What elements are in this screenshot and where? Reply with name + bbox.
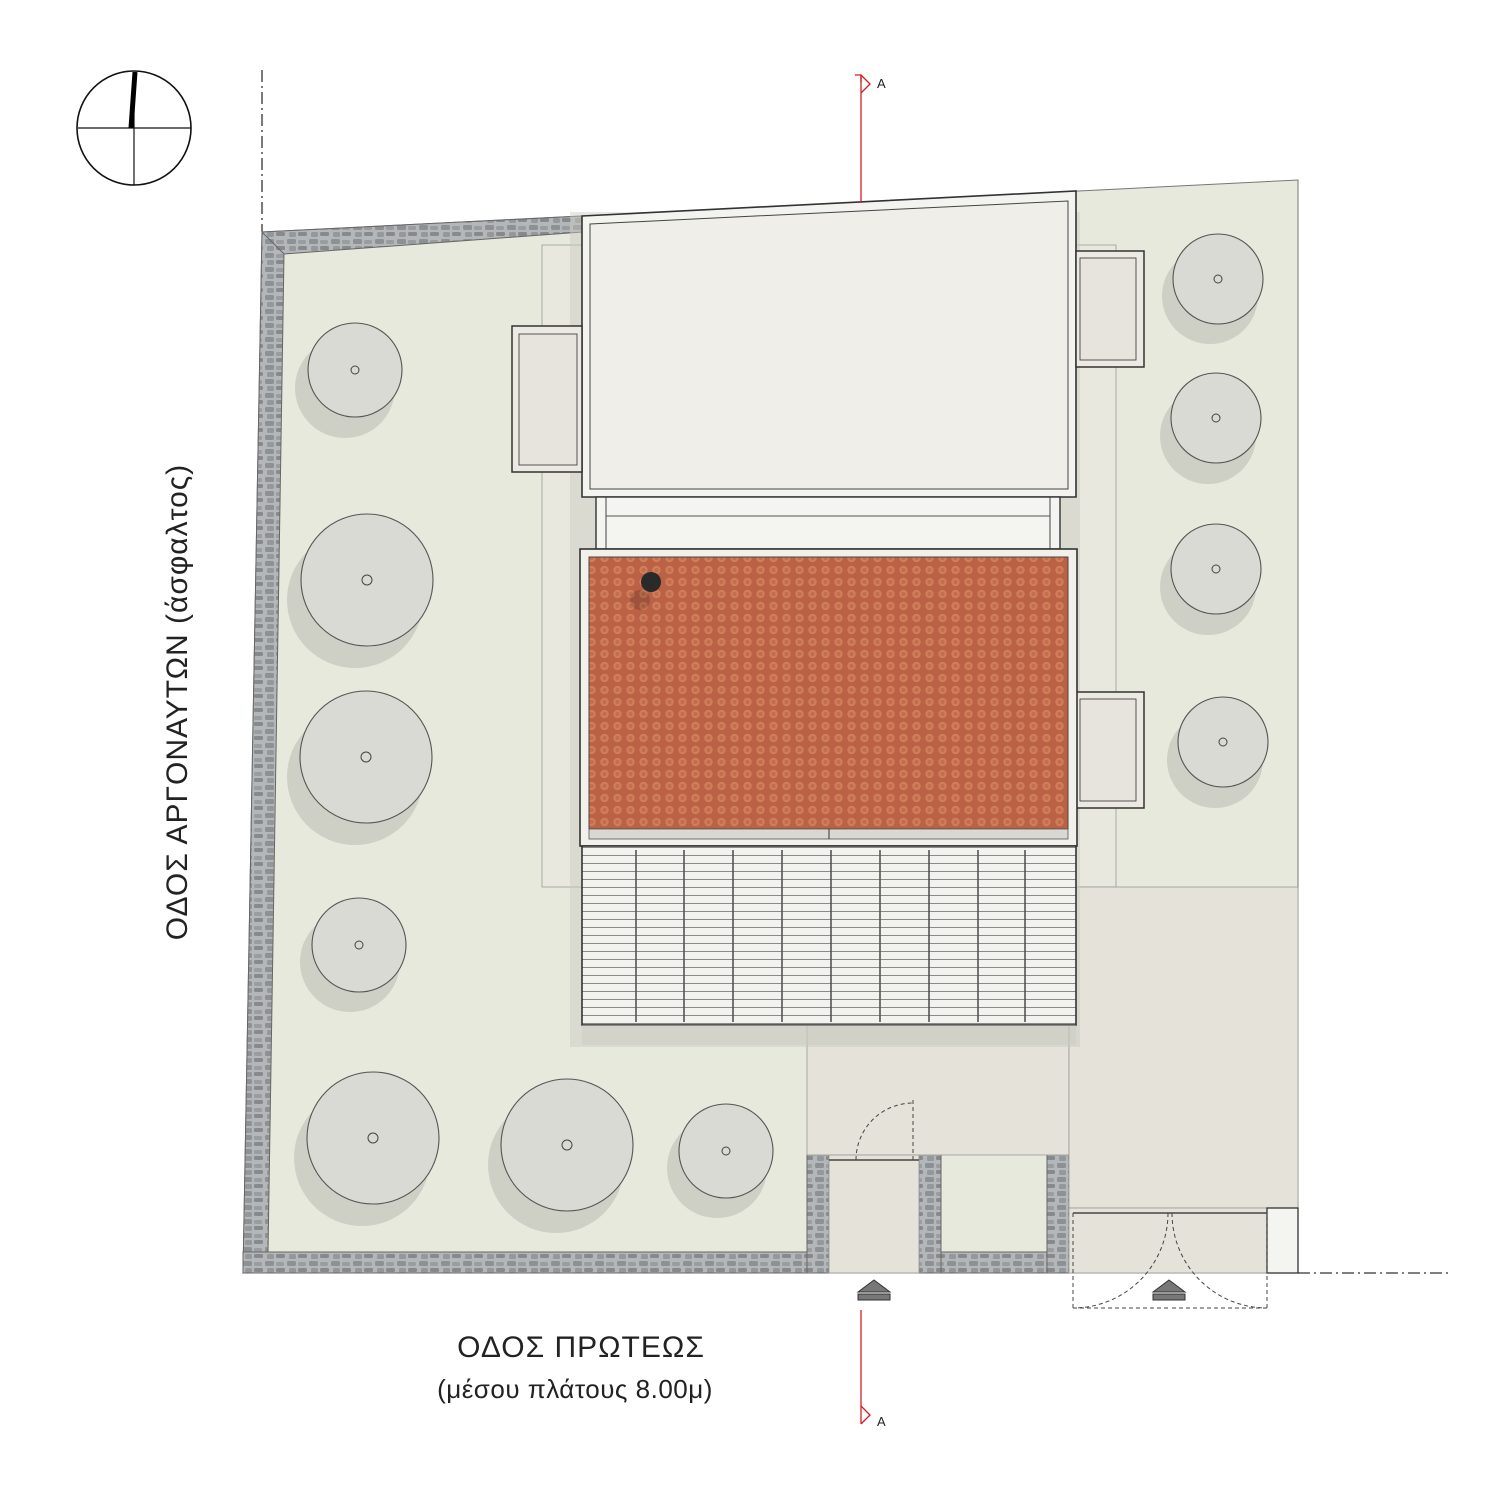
chimney-box-right-top bbox=[1075, 250, 1145, 368]
chimney-box-left bbox=[511, 325, 583, 473]
entrance-arrow-icon bbox=[856, 1279, 892, 1301]
tree-icon bbox=[287, 690, 433, 845]
tree-icon bbox=[1160, 523, 1262, 635]
paving-gate-walk bbox=[828, 1154, 920, 1274]
tree-icon bbox=[488, 1078, 634, 1233]
roof-vent bbox=[641, 572, 661, 592]
street-width-note: (μέσου πλάτους 8.00μ) bbox=[437, 1374, 713, 1404]
tree-icon bbox=[1162, 233, 1264, 344]
chimney-box-right-bottom bbox=[1075, 691, 1145, 809]
tree-icon bbox=[295, 322, 403, 438]
pergola-beams bbox=[635, 850, 1026, 1022]
pedestrian-gate bbox=[829, 1100, 919, 1161]
tiled-roof bbox=[588, 556, 1069, 830]
stone-wall-gate-left bbox=[806, 1154, 830, 1274]
paving-car-entry bbox=[1068, 1207, 1268, 1274]
tree-icon bbox=[667, 1103, 774, 1218]
entrance-arrow-icon bbox=[1151, 1279, 1187, 1301]
pergola bbox=[581, 845, 1077, 1026]
building bbox=[511, 190, 1145, 1047]
section-label-top: A bbox=[877, 76, 886, 91]
property-boundary-lines bbox=[261, 70, 1450, 1274]
stone-wall-south-middle bbox=[940, 1251, 1048, 1274]
street-label-proteos: ΟΔΟΣ ΠΡΩΤΕΩΣ bbox=[457, 1331, 705, 1364]
corner-pillar bbox=[1266, 1207, 1299, 1274]
paving-entrance-court bbox=[806, 1024, 1070, 1156]
north-arrow-icon bbox=[76, 70, 192, 186]
tree-icon bbox=[300, 897, 407, 1012]
vehicle-gate bbox=[1072, 1212, 1268, 1309]
roof-connector bbox=[595, 496, 1061, 550]
trees bbox=[287, 233, 1269, 1233]
stone-wall-pillar bbox=[1046, 1154, 1070, 1274]
stone-wall-south bbox=[242, 1251, 808, 1274]
tree-icon bbox=[1167, 696, 1269, 808]
stone-wall-gate-right bbox=[918, 1154, 942, 1274]
street-label-argonauton: ΟΔΟΣ ΑΡΓΟΝΑΥΤΩΝ (άσφαλτος) bbox=[161, 464, 194, 940]
paving-driveway bbox=[1068, 886, 1299, 1209]
section-line-a bbox=[855, 74, 871, 1425]
section-label-bottom: A bbox=[877, 1414, 886, 1429]
tree-icon bbox=[287, 513, 434, 668]
tree-icon bbox=[1160, 372, 1262, 484]
tree-icon bbox=[294, 1071, 440, 1226]
